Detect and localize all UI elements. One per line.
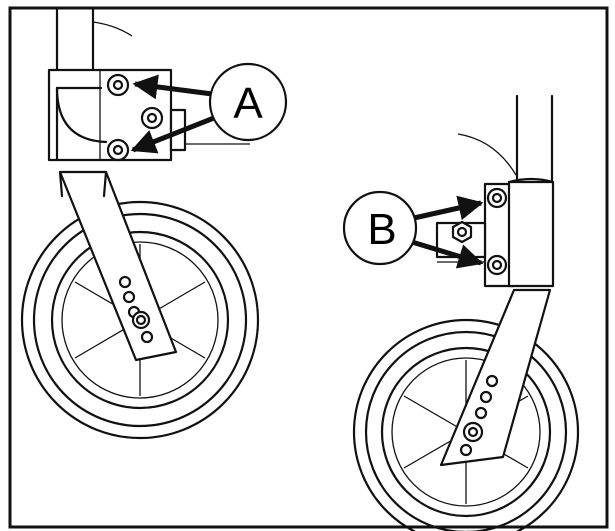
arrow-b-to-bottom-bolt (411, 239, 484, 269)
callout-b-label: B (367, 205, 396, 254)
arrow-a-to-bottom-bolt (130, 111, 225, 154)
arrow-a-to-top-bolt (132, 74, 221, 100)
callout-a-circle (208, 62, 288, 142)
left-caster-fork (58, 170, 178, 362)
left-caster-assembly: A (20, 8, 288, 440)
figure-border (8, 6, 609, 529)
right-nut-middle (451, 220, 473, 244)
callout-b: B (342, 190, 418, 266)
right-frame-tube (457, 94, 554, 183)
arrow-b-to-top-bolt (413, 195, 484, 221)
left-bolt-top (106, 73, 130, 97)
left-bolt-bottom (106, 138, 130, 162)
right-caster-assembly: B (342, 94, 580, 531)
right-caster-fork (439, 288, 552, 467)
right-bolt-top (486, 187, 508, 209)
callout-a: A (208, 62, 288, 142)
callout-a-label: A (233, 79, 263, 128)
callout-b-circle (342, 190, 418, 266)
right-bolt-bottom (486, 254, 508, 276)
left-bolt-middle (140, 106, 164, 130)
